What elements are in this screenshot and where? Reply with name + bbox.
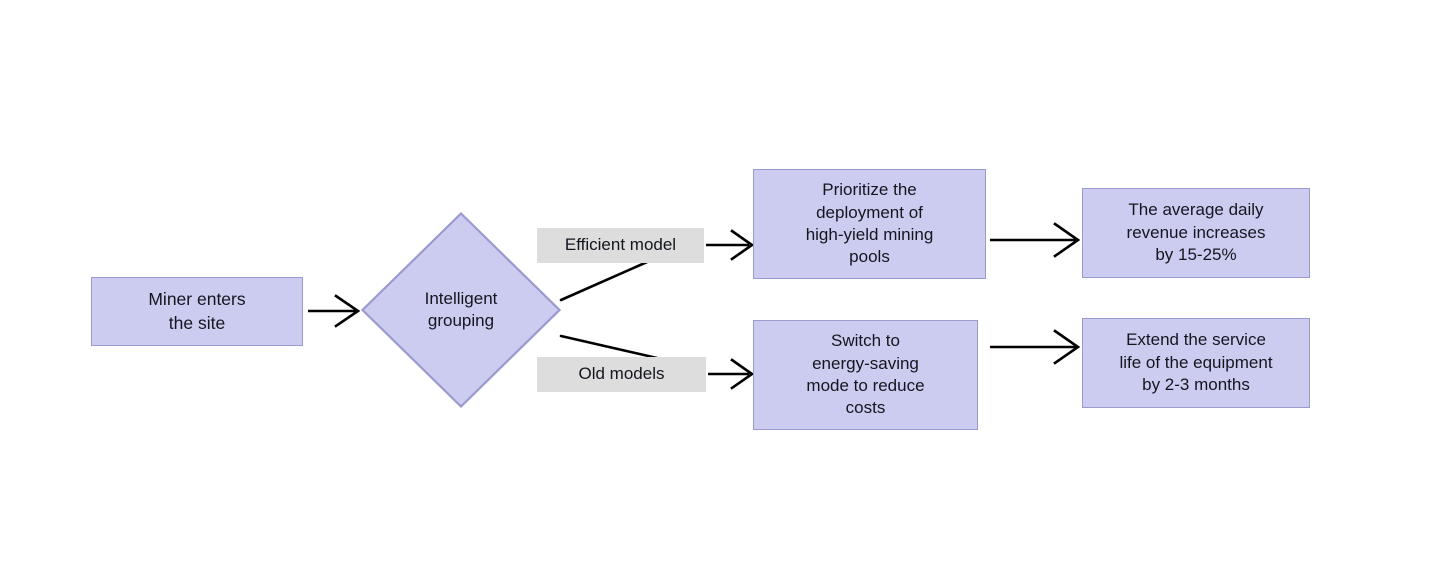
- node-miner-enters-site-label: Miner enters the site: [148, 289, 246, 333]
- edge-efficient-label-to-pools: [706, 229, 755, 261]
- node-intelligent-grouping[interactable]: Intelligent grouping: [361, 212, 561, 408]
- edge-energy-to-lifespan: [990, 329, 1081, 365]
- node-average-daily-revenue[interactable]: The average daily revenue increases by 1…: [1082, 188, 1310, 278]
- edge-decision-to-old-label: [559, 334, 659, 360]
- arrowhead-icon: [1053, 222, 1081, 258]
- node-switch-energy-saving-mode[interactable]: Switch to energy-saving mode to reduce c…: [753, 320, 978, 430]
- edge-label-efficient-model-text: Efficient model: [564, 235, 677, 255]
- node-miner-enters-site[interactable]: Miner enters the site: [91, 277, 303, 346]
- edge-start-to-decision: [308, 294, 361, 328]
- arrowhead-icon: [1053, 329, 1081, 365]
- node-intelligent-grouping-label: Intelligent grouping: [424, 288, 498, 330]
- node-extend-equipment-life[interactable]: Extend the service life of the equipment…: [1082, 318, 1310, 408]
- node-extend-equipment-life-label: Extend the service life of the equipment…: [1119, 330, 1273, 395]
- edge-label-old-models: Old models: [537, 357, 706, 392]
- node-prioritize-mining-pools[interactable]: Prioritize the deployment of high-yield …: [753, 169, 986, 279]
- edge-label-efficient-model: Efficient model: [537, 228, 704, 263]
- arrowhead-icon: [334, 294, 361, 328]
- edge-label-old-models-text: Old models: [578, 364, 665, 384]
- edge-decision-to-efficient-label: [559, 260, 649, 302]
- diamond-shape-icon: [361, 212, 561, 408]
- arrowhead-icon: [730, 229, 755, 261]
- node-switch-energy-saving-mode-label: Switch to energy-saving mode to reduce c…: [806, 331, 925, 418]
- node-average-daily-revenue-label: The average daily revenue increases by 1…: [1126, 200, 1266, 265]
- edge-pools-to-revenue: [990, 222, 1081, 258]
- edge-old-label-to-energy: [708, 358, 755, 390]
- node-prioritize-mining-pools-label: Prioritize the deployment of high-yield …: [805, 180, 934, 267]
- arrowhead-icon: [730, 358, 755, 390]
